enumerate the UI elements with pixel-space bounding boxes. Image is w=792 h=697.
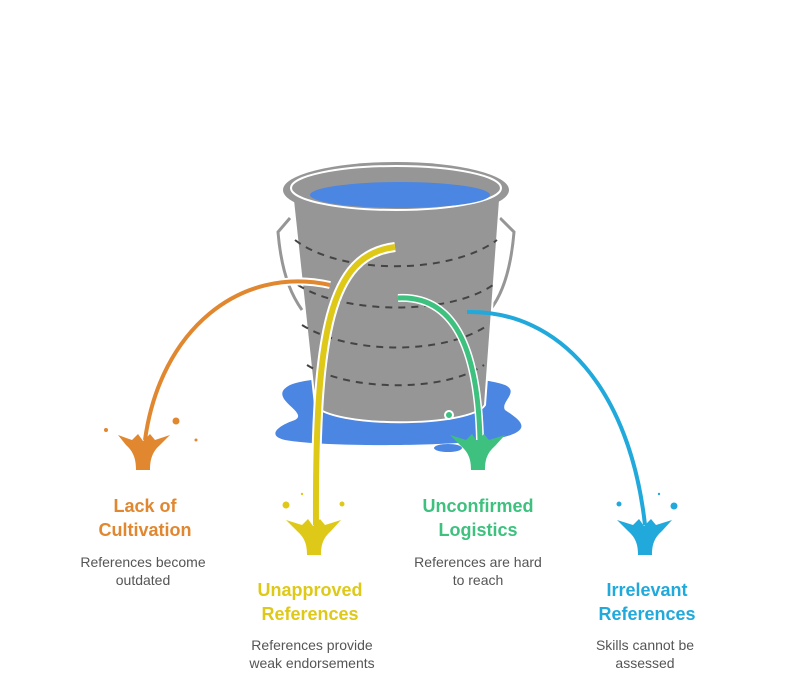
orange-splash-icon [104,417,198,470]
item-title: Unconfirmed [422,496,533,516]
bucket-rim-inner [290,165,502,211]
blue-stream [466,309,647,526]
item-description: assessed [615,655,674,671]
item-title: Lack of [113,496,177,516]
yellow-stream-line [312,244,396,526]
item-description: weak endorsements [248,655,374,671]
blue-splash-icon [616,492,678,555]
item-title: Cultivation [99,520,192,540]
item-unapproved-references: Unapproved References References provide… [248,580,374,671]
item-description: to reach [453,572,504,588]
item-unconfirmed-logistics: Unconfirmed Logistics References are har… [414,496,542,588]
green-droplet [444,410,454,420]
yellow-splash-icon [282,492,345,555]
item-title: References [261,604,358,624]
item-title: Unapproved [257,580,362,600]
item-description: References provide [251,637,373,653]
item-description: Skills cannot be [596,637,694,653]
item-lack-of-cultivation: Lack of Cultivation References become ou… [80,496,206,588]
bucket-water [310,182,490,208]
item-title: Irrelevant [606,580,687,600]
green-splash-icon [450,434,505,470]
orange-stream-line [143,279,331,441]
green-stream-line [397,295,483,441]
item-irrelevant-references: Irrelevant References Skills cannot be a… [596,580,696,671]
item-title: References [598,604,695,624]
item-title: Logistics [438,520,517,540]
water-drop [434,444,462,452]
item-description: outdated [116,572,171,588]
item-description: References become [80,554,206,570]
item-description: References are hard [414,554,542,570]
